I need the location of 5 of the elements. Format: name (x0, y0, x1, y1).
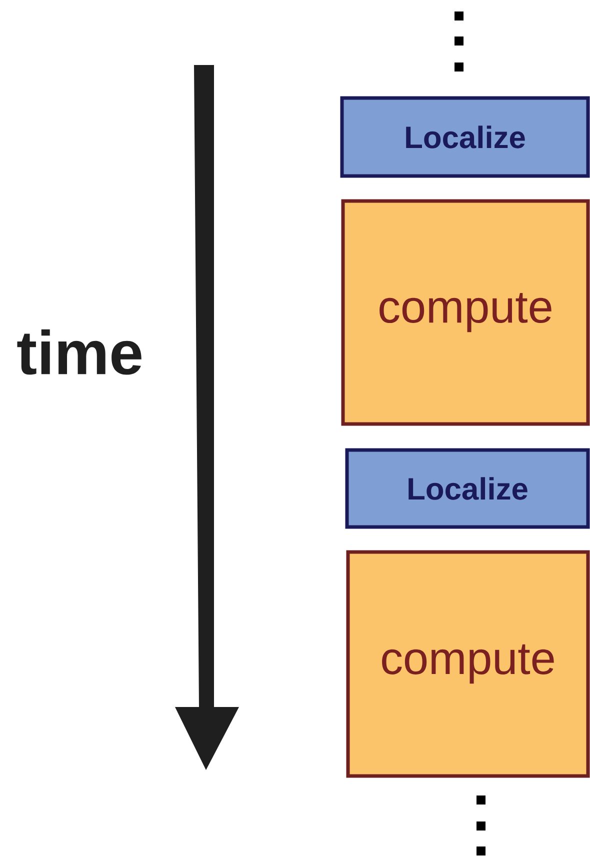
axis-label: time (17, 329, 142, 375)
compute-box: compute (341, 199, 590, 426)
step-box: Localize (345, 448, 590, 529)
compute-box: compute (346, 550, 590, 778)
step-box: Localize (340, 96, 590, 178)
